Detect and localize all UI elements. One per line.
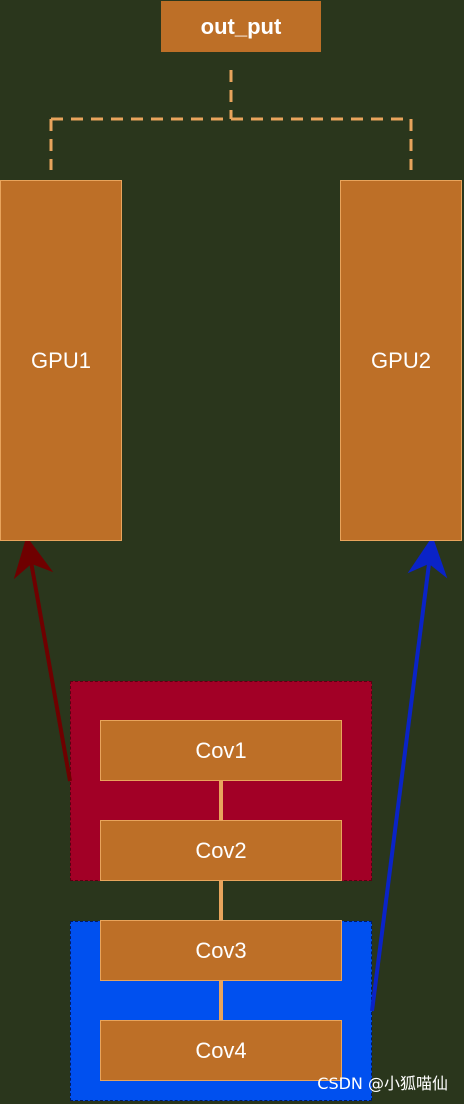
output-label: out_put xyxy=(200,13,282,39)
arrow-to-gpu2 xyxy=(370,536,448,1012)
cov3-node: Cov3 xyxy=(100,920,342,981)
output-connector xyxy=(49,70,413,170)
cov4-node: Cov4 xyxy=(100,1020,342,1081)
arrow-to-gpu1 xyxy=(13,536,72,782)
gpu2-label: GPU2 xyxy=(371,347,431,373)
watermark-text: CSDN @小狐喵仙 xyxy=(317,1074,448,1093)
gpu2-node: GPU2 xyxy=(340,180,462,541)
gpu1-label: GPU1 xyxy=(31,347,91,373)
cov1-node: Cov1 xyxy=(100,720,342,781)
output-node: out_put xyxy=(161,1,321,52)
cov3-label: Cov3 xyxy=(195,937,247,963)
gpu1-node: GPU1 xyxy=(0,180,122,541)
cov2-label: Cov2 xyxy=(195,837,247,863)
cov4-label: Cov4 xyxy=(195,1037,247,1063)
cov1-label: Cov1 xyxy=(195,737,247,763)
cov2-node: Cov2 xyxy=(100,820,342,881)
